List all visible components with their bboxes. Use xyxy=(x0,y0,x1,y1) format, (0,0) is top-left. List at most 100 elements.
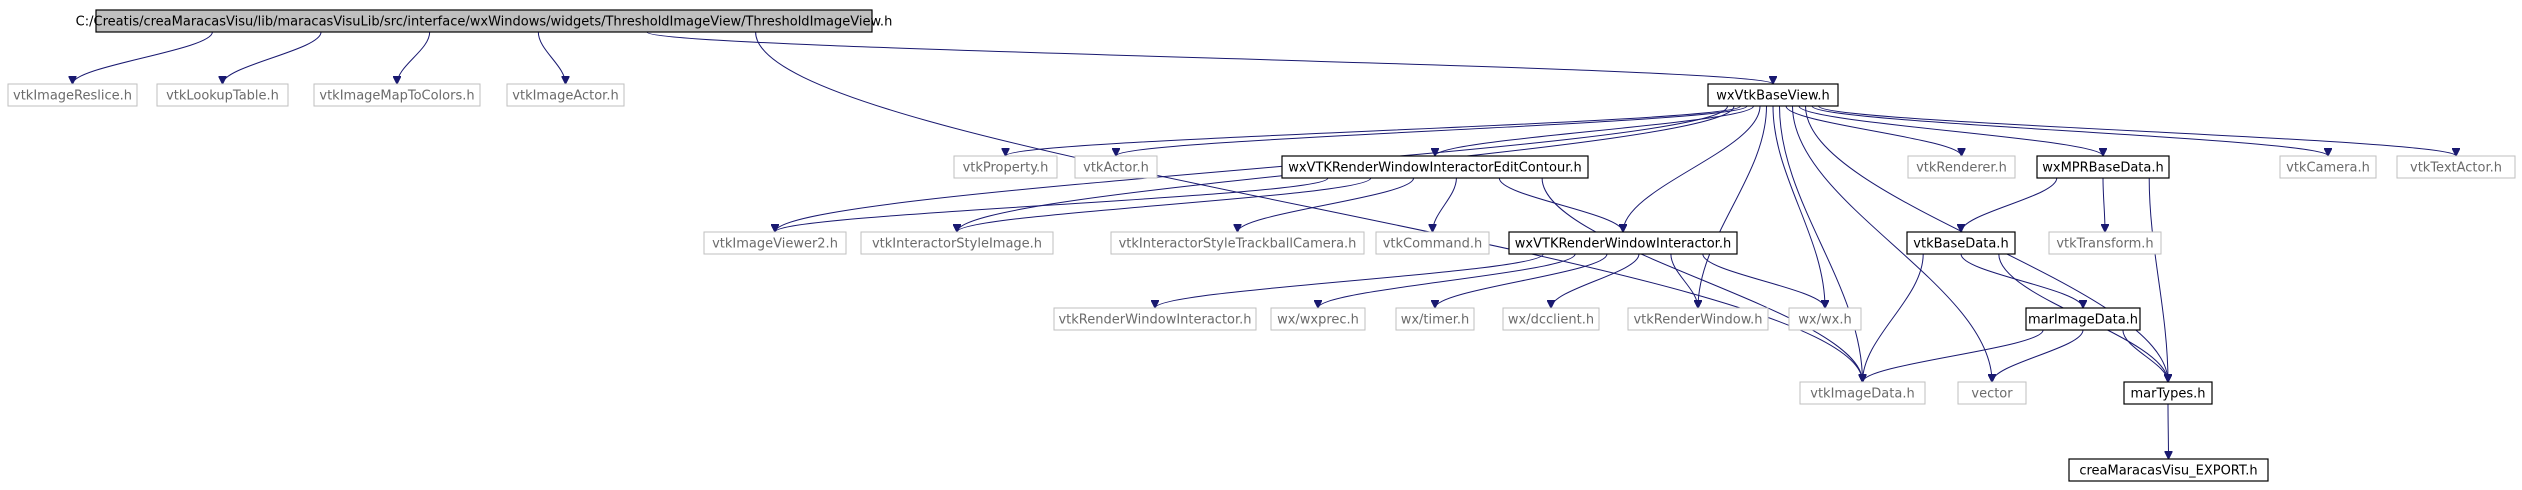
edge-wxVTKRWIEditContour-to-vtkCommand xyxy=(1433,177,1457,232)
node-wxVtkBaseView[interactable]: wxVtkBaseView.h xyxy=(1707,83,1839,107)
node-box-vtkProperty xyxy=(953,155,1058,179)
node-label-wxwx: wx/wx.h xyxy=(1798,313,1851,328)
node-box-vtkCommand xyxy=(1375,231,1490,255)
node-vtkLookupTable[interactable]: vtkLookupTable.h xyxy=(156,83,289,107)
node-label-vtkImageData: vtkImageData.h xyxy=(1810,387,1914,402)
edge-wxVTKRWIEditContour-to-vtkImageData xyxy=(1541,177,1862,382)
edge-wxVtkBaseView-to-wxVTKRWI xyxy=(1623,105,1761,232)
edge-wxVTKRWI-to-vtkRenderWindowInteractor xyxy=(1155,253,1544,308)
node-box-vtkInteractorStyleTrackballCamera xyxy=(1110,231,1365,255)
graph-nodes: C:/Creatis/creaMaracasVisu/lib/maracasVi… xyxy=(7,9,2516,482)
node-vtkActor[interactable]: vtkActor.h xyxy=(1074,155,1158,179)
node-box-wxprec xyxy=(1270,307,1366,331)
node-box-vtkImageData xyxy=(1799,381,1926,405)
edge-wxVtkBaseView-to-vtkActor xyxy=(1116,105,1748,156)
node-box-vtkTextActor xyxy=(2396,155,2516,179)
edge-marTypes-to-crea_EXPORT xyxy=(2168,403,2169,459)
node-box-wxVTKRWIEditContour xyxy=(1281,155,1589,179)
node-wxtimer[interactable]: wx/timer.h xyxy=(1395,307,1475,331)
node-vtkImageActor[interactable]: vtkImageActor.h xyxy=(506,83,625,107)
edge-wxVtkBaseView-to-vtkRenderWindow xyxy=(1698,105,1767,308)
node-vtkImageViewer2[interactable]: vtkImageViewer2.h xyxy=(703,231,847,255)
node-vtkProperty[interactable]: vtkProperty.h xyxy=(953,155,1058,179)
node-wxVTKRWI[interactable]: wxVTKRenderWindowInteractor.h xyxy=(1508,231,1738,255)
edge-wxVtkBaseView-to-vtkCamera xyxy=(1811,105,2328,156)
node-box-vtkInteractorStyleImage xyxy=(860,231,1054,255)
node-vtkImageMapToColors[interactable]: vtkImageMapToColors.h xyxy=(313,83,481,107)
node-label-marImageData: marImageData.h xyxy=(2028,313,2138,328)
edge-wxVTKRWI-to-wxtimer xyxy=(1435,253,1608,308)
edge-wxVtkBaseView-to-vector xyxy=(1792,105,1993,382)
node-label-wxtimer: wx/timer.h xyxy=(1401,313,1470,328)
node-label-marTypes: marTypes.h xyxy=(2131,387,2206,402)
edge-wxMPRBaseData-to-vtkBaseData xyxy=(1961,177,2058,232)
edge-wxVTKRWI-to-wxdcclient xyxy=(1551,253,1640,308)
node-wxdcclient[interactable]: wx/dcclient.h xyxy=(1502,307,1600,331)
node-box-vector xyxy=(1957,381,2027,405)
node-vtkRenderer[interactable]: vtkRenderer.h xyxy=(1907,155,2016,179)
edge-marImageData-to-vector xyxy=(1992,329,2084,382)
node-box-wxVtkBaseView xyxy=(1707,83,1839,107)
node-label-vtkInteractorStyleImage: vtkInteractorStyleImage.h xyxy=(872,237,1042,252)
node-label-crea_EXPORT: creaMaracasVisu_EXPORT.h xyxy=(2079,464,2257,479)
node-label-vtkRenderer: vtkRenderer.h xyxy=(1916,161,2007,176)
edge-wxVTKRWI-to-wxprec xyxy=(1318,253,1576,308)
node-box-vtkImageViewer2 xyxy=(703,231,847,255)
node-vtkRenderWindowInteractor[interactable]: vtkRenderWindowInteractor.h xyxy=(1053,307,1257,331)
node-vtkTextActor[interactable]: vtkTextActor.h xyxy=(2396,155,2516,179)
node-vtkImageReslice[interactable]: vtkImageReslice.h xyxy=(7,83,138,107)
node-box-vtkActor xyxy=(1074,155,1158,179)
node-marTypes[interactable]: marTypes.h xyxy=(2123,381,2213,405)
node-label-wxVtkBaseView: wxVtkBaseView.h xyxy=(1716,89,1830,104)
node-box-wxwx xyxy=(1788,307,1862,331)
node-box-vtkImageMapToColors xyxy=(313,83,481,107)
edge-wxVtkBaseView-to-vtkImageViewer2 xyxy=(775,105,1728,232)
node-box-vtkImageActor xyxy=(506,83,625,107)
node-vtkRenderWindow[interactable]: vtkRenderWindow.h xyxy=(1627,307,1769,331)
node-box-vtkRenderer xyxy=(1907,155,2016,179)
node-label-vtkImageActor: vtkImageActor.h xyxy=(512,89,618,104)
node-vtkInteractorStyleImage[interactable]: vtkInteractorStyleImage.h xyxy=(860,231,1054,255)
edge-wxVtkBaseView-to-wxMPRBaseData xyxy=(1798,105,2103,156)
node-label-vtkImageViewer2: vtkImageViewer2.h xyxy=(712,237,838,252)
edge-wxVTKRWIEditContour-to-vtkInteractorStyleTrackballCamera xyxy=(1238,177,1415,232)
node-label-root: C:/Creatis/creaMaracasVisu/lib/maracasVi… xyxy=(76,15,893,30)
node-wxVTKRWIEditContour[interactable]: wxVTKRenderWindowInteractorEditContour.h xyxy=(1281,155,1589,179)
node-box-vtkCamera xyxy=(2279,155,2377,179)
edge-wxVtkBaseView-to-vtkTextActor xyxy=(1818,105,2457,156)
node-marImageData[interactable]: marImageData.h xyxy=(2025,307,2141,331)
node-vtkTransform[interactable]: vtkTransform.h xyxy=(2048,231,2162,255)
graph-edges xyxy=(73,31,2457,459)
node-wxwx[interactable]: wx/wx.h xyxy=(1788,307,1862,331)
node-box-vtkLookupTable xyxy=(156,83,289,107)
node-box-wxtimer xyxy=(1395,307,1475,331)
edge-root-to-vtkImageReslice xyxy=(73,31,213,84)
node-vtkBaseData[interactable]: vtkBaseData.h xyxy=(1906,231,2016,255)
node-label-vtkCamera: vtkCamera.h xyxy=(2286,161,2370,176)
node-wxprec[interactable]: wx/wxprec.h xyxy=(1270,307,1366,331)
node-label-vtkActor: vtkActor.h xyxy=(1083,161,1149,176)
node-vtkCommand[interactable]: vtkCommand.h xyxy=(1375,231,1490,255)
node-box-vtkTransform xyxy=(2048,231,2162,255)
node-vector[interactable]: vector xyxy=(1957,381,2027,405)
node-label-vtkImageMapToColors: vtkImageMapToColors.h xyxy=(319,89,474,104)
node-box-wxMPRBaseData xyxy=(2036,155,2170,179)
node-vtkInteractorStyleTrackballCamera[interactable]: vtkInteractorStyleTrackballCamera.h xyxy=(1110,231,1365,255)
node-root[interactable]: C:/Creatis/creaMaracasVisu/lib/maracasVi… xyxy=(76,9,893,33)
node-vtkImageData[interactable]: vtkImageData.h xyxy=(1799,381,1926,405)
node-label-vtkRenderWindow: vtkRenderWindow.h xyxy=(1633,313,1762,328)
node-label-vtkTextActor: vtkTextActor.h xyxy=(2410,161,2502,176)
node-label-vtkInteractorStyleTrackballCamera: vtkInteractorStyleTrackballCamera.h xyxy=(1119,237,1357,252)
node-wxMPRBaseData[interactable]: wxMPRBaseData.h xyxy=(2036,155,2170,179)
edge-wxVtkBaseView-to-wxVTKRWIEditContour xyxy=(1435,105,1754,156)
edge-wxVtkBaseView-to-wxwx xyxy=(1772,105,1825,308)
edge-wxVtkBaseView-to-vtkImageData xyxy=(1779,105,1863,382)
node-label-wxVTKRWIEditContour: wxVTKRenderWindowInteractorEditContour.h xyxy=(1288,161,1582,176)
node-crea_EXPORT[interactable]: creaMaracasVisu_EXPORT.h xyxy=(2068,458,2269,482)
edge-wxVtkBaseView-to-vtkRenderer xyxy=(1785,105,1962,156)
edge-wxVtkBaseView-to-vtkProperty xyxy=(1006,105,1741,156)
edge-wxVTKRWIEditContour-to-wxVTKRWI xyxy=(1498,177,1623,232)
node-vtkCamera[interactable]: vtkCamera.h xyxy=(2279,155,2377,179)
node-label-vtkCommand: vtkCommand.h xyxy=(1383,237,1483,252)
edge-wxVTKRWI-to-vtkRenderWindow xyxy=(1670,253,1698,308)
